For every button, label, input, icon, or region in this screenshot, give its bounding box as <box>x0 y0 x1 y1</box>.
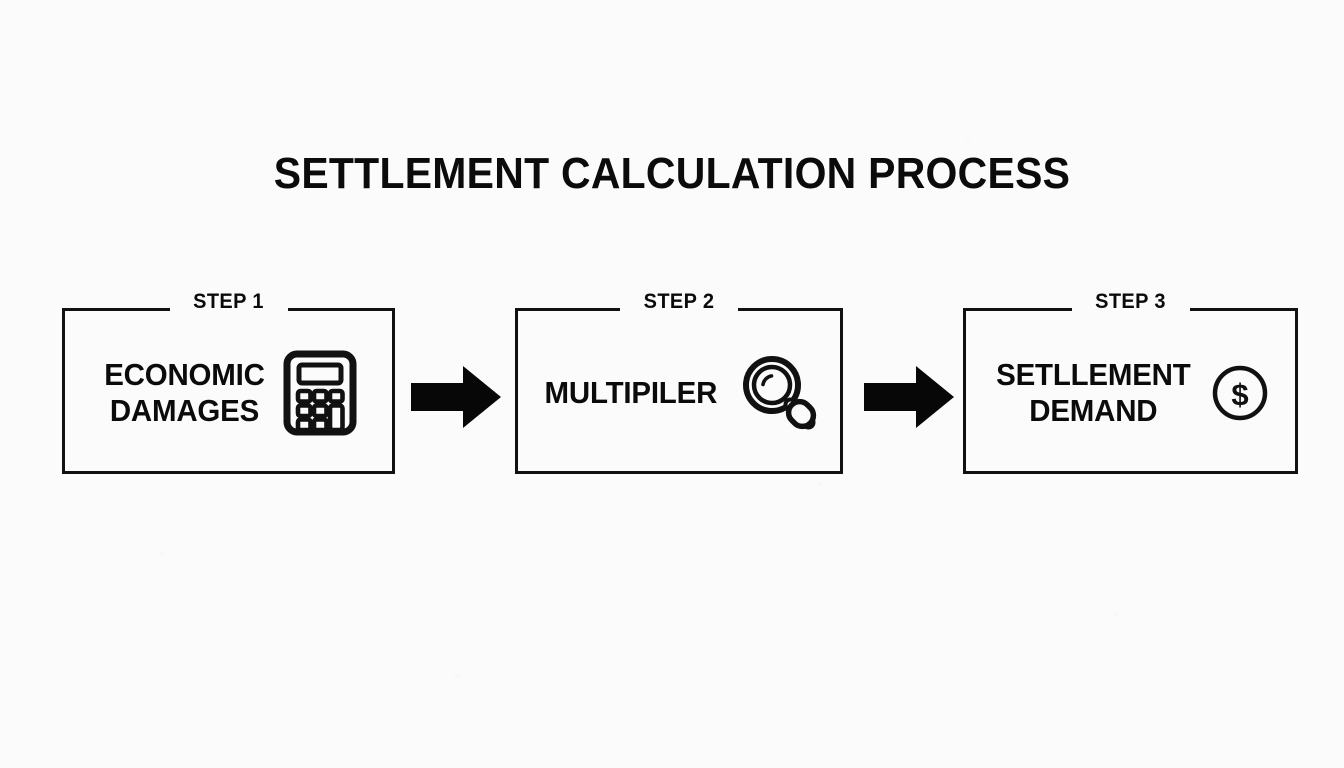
step-box-1-top-border <box>62 308 395 311</box>
step-3-title-line-1: SETLLEMENT <box>996 357 1191 392</box>
step-3-title: SETLLEMENT DEMAND <box>996 357 1191 429</box>
step-3-content: SETLLEMENT DEMAND $ <box>966 311 1295 471</box>
border-rule-right <box>287 308 395 311</box>
step-box-3: STEP 3 SETLLEMENT DEMAND $ <box>963 290 1298 474</box>
step-3-title-line-2: DEMAND <box>1029 393 1158 428</box>
step-box-2: STEP 2 MULTIPILER <box>515 290 843 474</box>
step-box-1: STEP 1 ECONOMIC DAMAGES <box>62 290 395 474</box>
step-2-content: MULTIPILER <box>518 311 840 471</box>
page-title: SETTLEMENT CALCULATION PROCESS <box>273 149 1071 198</box>
border-rule-right <box>738 308 843 311</box>
step-2-title-line-1: MULTIPILER <box>544 375 718 410</box>
step-2-title: MULTIPILER <box>545 375 718 411</box>
step-1-label: STEP 1 <box>193 290 264 313</box>
step-2-label: STEP 2 <box>643 290 715 313</box>
step-1-title-line-2: DAMAGES <box>109 393 260 428</box>
step-1-content: ECONOMIC DAMAGES <box>65 311 392 471</box>
dollar-circle-icon: $ <box>1212 365 1268 421</box>
arrow-step1-to-step2 <box>411 366 501 428</box>
border-rule-left <box>62 308 170 311</box>
border-rule-left <box>963 308 1072 311</box>
step-1-title-line-1: ECONOMIC <box>104 357 265 392</box>
border-rule-left <box>515 308 620 311</box>
border-rule-right <box>1189 308 1298 311</box>
calculator-icon <box>283 350 357 436</box>
step-box-3-top-border <box>963 308 1298 311</box>
magnifying-glass-icon <box>742 356 817 430</box>
step-3-label: STEP 3 <box>1095 290 1166 313</box>
step-box-2-top-border <box>515 308 843 311</box>
arrow-step2-to-step3 <box>864 366 954 428</box>
svg-text:$: $ <box>1231 377 1248 412</box>
step-1-title: ECONOMIC DAMAGES <box>104 357 265 429</box>
